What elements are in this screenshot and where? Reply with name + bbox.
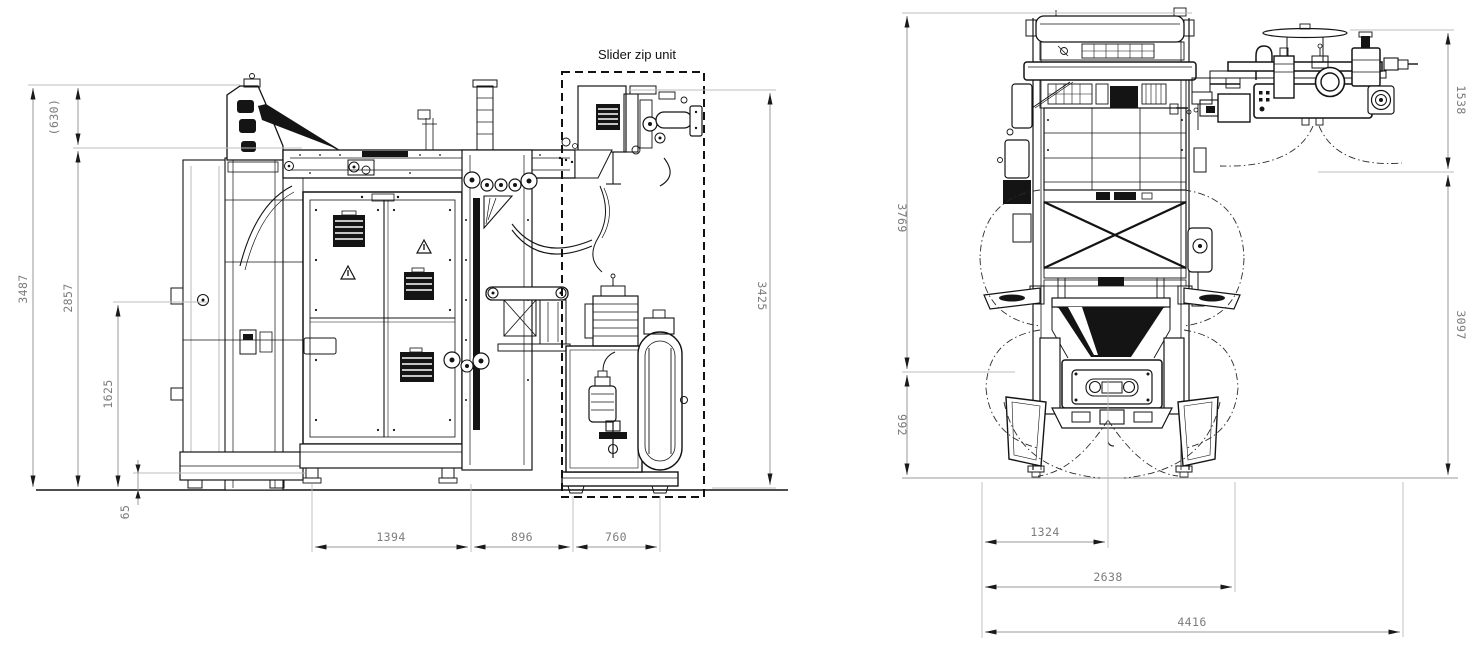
dim-text: 65 — [118, 505, 132, 520]
dim-text: 1394 — [376, 530, 405, 544]
door-swing-arcs — [979, 189, 1245, 479]
side-view-dimensions: 3487 2857 (630) 1625 65 342 — [16, 84, 776, 552]
dim-text: 2638 — [1093, 570, 1122, 584]
discharge-assembly — [485, 185, 610, 352]
dim-text: 1538 — [1454, 85, 1468, 114]
dim-top-offset: (630) — [47, 88, 81, 145]
dim-text: 4416 — [1177, 615, 1206, 629]
ring-guide — [1314, 66, 1346, 98]
sealing-jaw-box — [1039, 337, 1185, 447]
dim-text: 3769 — [895, 203, 909, 232]
top-bracket-and-film-web — [226, 73, 346, 161]
x-brace-panel — [1043, 201, 1187, 269]
dim-text: 760 — [605, 530, 627, 544]
dim-mid-height: 1625 — [101, 305, 121, 487]
front-view-dimensions: 3769 992 1538 3097 1324 2638 — [895, 12, 1468, 638]
dim-zip-unit-top: 1538 — [1445, 33, 1468, 169]
dim-width-doors-open: 2638 — [985, 570, 1232, 590]
dim-zip-unit-drop: 3097 — [1445, 175, 1468, 475]
film-unwind-tower — [170, 157, 304, 491]
dim-body-height: 3769 — [895, 16, 910, 369]
dim-text: (630) — [47, 99, 61, 136]
side-view: Slider zip unit 3487 2857 (630) — [16, 47, 788, 552]
motor-spiral — [1370, 89, 1392, 111]
dim-lower-section: 992 — [895, 375, 910, 475]
machine-body — [1023, 7, 1197, 478]
front-view: 3769 992 1538 3097 1324 2638 — [895, 7, 1468, 638]
dim-text: 896 — [511, 530, 533, 544]
dim-zip-unit-height: 3425 — [755, 93, 773, 485]
bottom-door-panels — [1005, 396, 1219, 467]
zip-reel-unit — [561, 273, 688, 494]
zip-reel — [637, 309, 688, 471]
dim-width-zip-unit: 760 — [576, 530, 657, 550]
main-cabinet — [299, 191, 463, 484]
dim-width-inner: 1324 — [985, 525, 1105, 545]
slider-zip-unit-label: Slider zip unit — [598, 47, 676, 62]
warning-triangle-icon — [415, 238, 433, 254]
side-trays — [983, 287, 1241, 310]
dim-text: 992 — [895, 414, 909, 436]
louver-vent — [404, 267, 434, 300]
louver-vent — [400, 347, 434, 382]
dim-width-main: 1394 — [315, 530, 468, 550]
warning-triangle-icon — [339, 264, 357, 280]
dim-width-mid: 896 — [474, 530, 570, 550]
dim-base-clearance: 65 — [118, 460, 141, 519]
dim-overall-width: 4416 — [985, 615, 1400, 635]
dim-text: 1625 — [101, 379, 115, 408]
film-web-wedge — [258, 104, 340, 150]
louver-vent — [333, 210, 365, 247]
dim-text: 1324 — [1030, 525, 1059, 539]
dim-text: 3425 — [755, 281, 769, 310]
dim-text: 3097 — [1454, 310, 1468, 339]
dim-overall-height: 3487 — [16, 88, 36, 487]
dim-text: 3487 — [16, 274, 30, 303]
zip-applicator-unit — [1169, 23, 1418, 167]
hopper — [1051, 297, 1171, 359]
air-filter-regulator — [599, 420, 627, 458]
forming-column — [443, 149, 593, 471]
dim-upper-frame-height: 2857 — [61, 151, 81, 487]
slider-zip-head — [558, 85, 703, 187]
slider-zip-unit-outline-box — [561, 71, 705, 498]
dim-text: 2857 — [61, 283, 75, 312]
